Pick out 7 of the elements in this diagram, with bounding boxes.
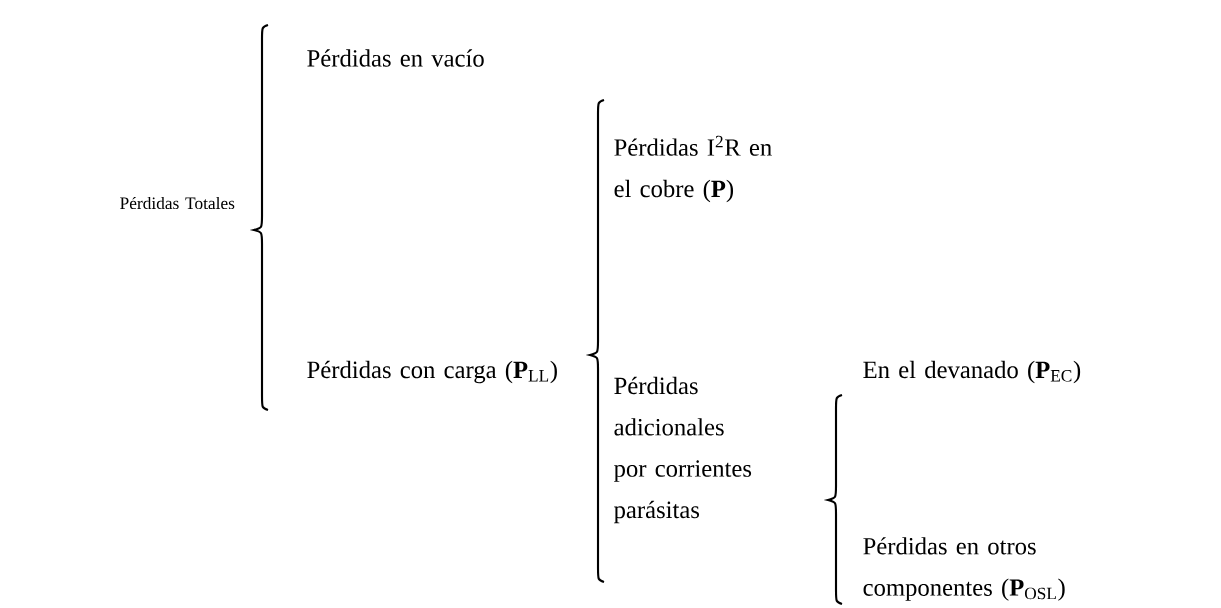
text-label: Pérdidas I$^{2}$R en el cobre (P) (614, 135, 772, 203)
text-label: Pérdidas en vacío (307, 49, 484, 67)
text-label: En el devanado (P$_{EC}$) (863, 360, 1081, 384)
text-label: Pérdidas Totales (120, 196, 235, 210)
text-label: Pérdidas en otros componentes (P$_{OSL}$) (863, 537, 1065, 601)
text-label: Pérdidas con carga (P$_{LL}$) (307, 360, 557, 384)
text-label: Pérdidas adicionales por corrientes parásitas (614, 376, 752, 524)
